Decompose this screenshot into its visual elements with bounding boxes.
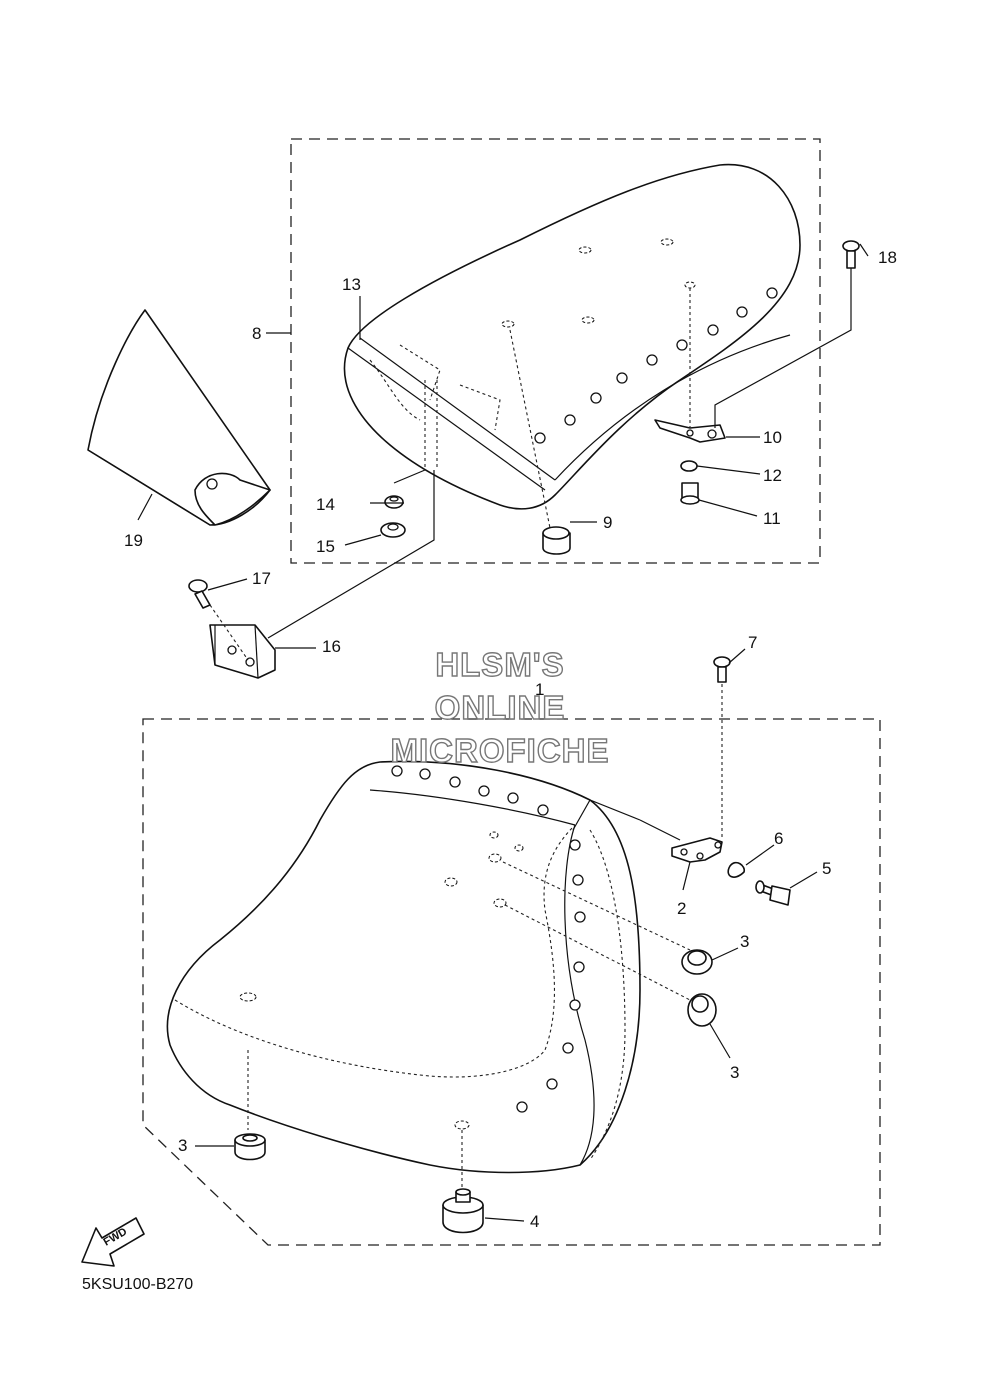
callout-2: 2 [677, 899, 686, 918]
callout-5: 5 [822, 859, 831, 878]
callout-4: 4 [530, 1212, 539, 1231]
clip-part-6[interactable] [727, 861, 746, 878]
watermark-line-3: MICROFICHE [391, 732, 610, 769]
clip-part-12[interactable] [680, 460, 698, 472]
screw-part-18[interactable] [842, 240, 860, 269]
callout-6: 6 [774, 829, 783, 848]
callout-13: 13 [342, 275, 361, 294]
bolt-part-5[interactable] [755, 880, 791, 906]
callout-16: 16 [322, 637, 341, 656]
bracket-part-10[interactable] [654, 419, 726, 443]
callout-3c: 3 [178, 1136, 187, 1155]
nut-part-15[interactable] [380, 522, 406, 538]
callout-8: 8 [252, 324, 261, 343]
grommet-part-9[interactable] [542, 526, 571, 555]
front-seat-group-outline [142, 718, 881, 1246]
damper-part-4[interactable] [442, 1188, 484, 1234]
watermark-line-1: HLSM'S [435, 646, 564, 683]
callout-11: 11 [763, 509, 781, 528]
diagram-code: 5KSU100-B270 [82, 1276, 193, 1293]
callout-15: 15 [316, 537, 335, 556]
callout-17: 17 [252, 569, 271, 588]
callout-10: 10 [763, 428, 782, 447]
damper-part-3c[interactable] [234, 1133, 266, 1161]
rear-seat-part[interactable] [343, 163, 801, 510]
damper-part-3a[interactable] [681, 949, 713, 975]
forward-arrow-icon: FWD [81, 1217, 145, 1267]
bracket-part-2[interactable] [671, 837, 723, 863]
callout-3a: 3 [740, 932, 749, 951]
watermark-line-2: ONLINE [435, 689, 566, 726]
rear-seat-group-outline [290, 138, 821, 564]
callout-19: 19 [124, 531, 143, 550]
bolt-part-17[interactable] [188, 579, 211, 609]
callout-7: 7 [748, 633, 757, 652]
damper-part-3b[interactable] [687, 993, 717, 1027]
callout-14: 14 [316, 495, 335, 514]
callout-3b: 3 [730, 1063, 739, 1082]
callout-12: 12 [763, 466, 782, 485]
callout-18: 18 [878, 248, 897, 267]
washer-part-14[interactable] [384, 495, 404, 509]
bolt-part-11[interactable] [680, 482, 700, 505]
callout-1: 1 [535, 680, 544, 699]
screw-part-7[interactable] [713, 656, 731, 683]
front-seat-part[interactable] [166, 760, 641, 1174]
callout-9: 9 [603, 513, 612, 532]
seat-cover-part-19[interactable] [87, 309, 271, 526]
